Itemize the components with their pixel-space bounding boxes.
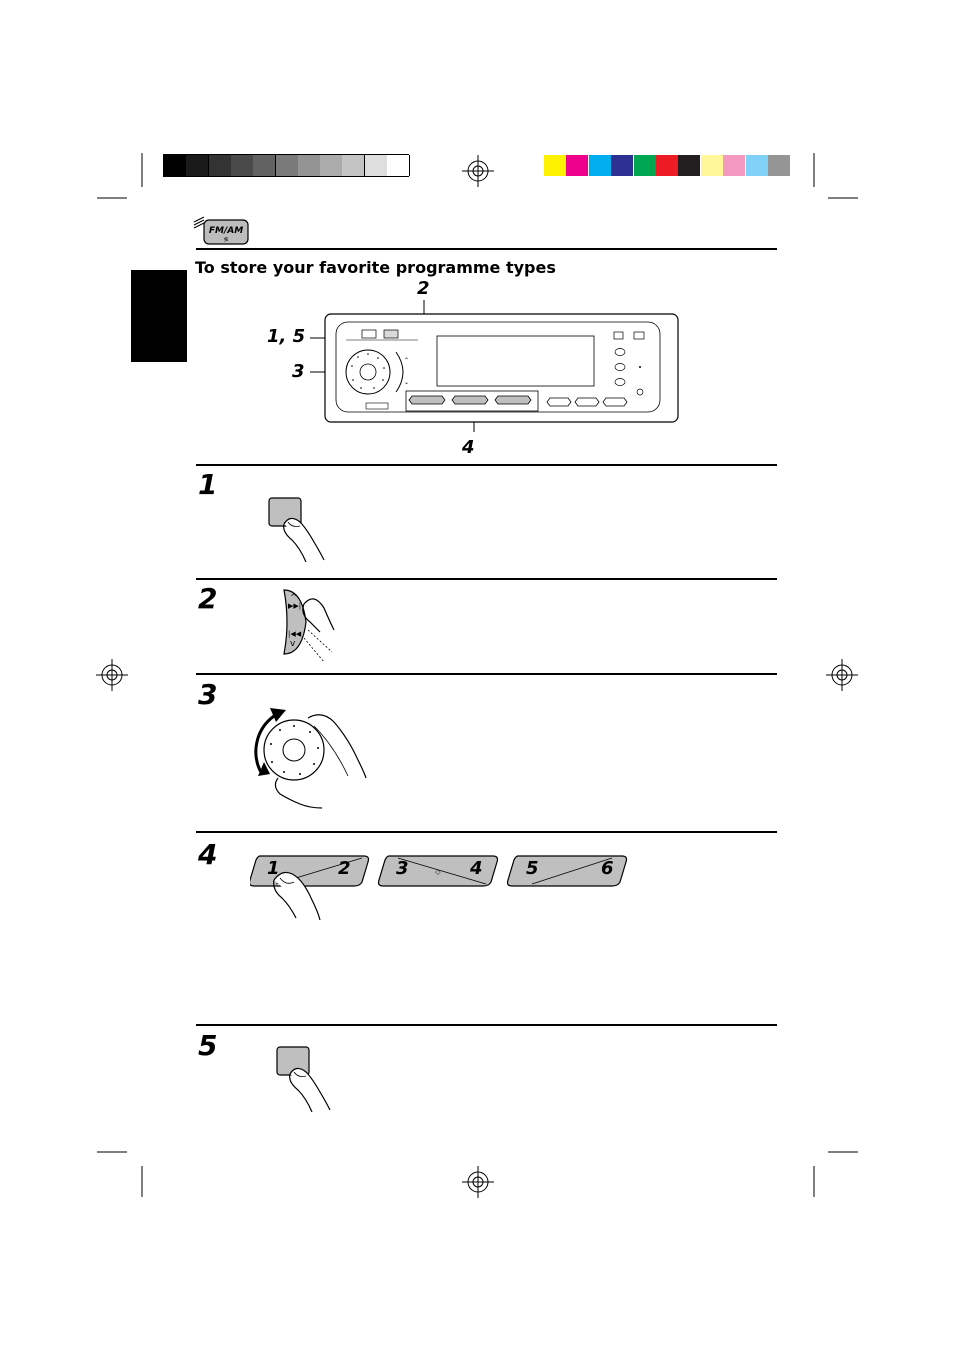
color-swatch	[588, 155, 611, 176]
grayscale-bar	[163, 154, 410, 177]
gray-swatch	[387, 155, 410, 176]
callout-3: 3	[292, 361, 305, 382]
step-3-number: 3	[198, 678, 218, 711]
svg-text:◇: ◇	[435, 868, 441, 876]
gray-swatch	[297, 155, 321, 176]
header-rule	[196, 248, 777, 250]
step-1-press-button-illustration	[268, 497, 325, 562]
section-title: To store your favorite programme types	[195, 258, 556, 277]
gray-swatch	[253, 155, 277, 176]
gray-swatch	[208, 155, 232, 176]
gray-swatch	[275, 155, 299, 176]
gray-swatch	[364, 155, 388, 176]
color-swatch	[544, 155, 566, 176]
step-1-number: 1	[198, 468, 218, 501]
svg-text:⌄: ⌄	[404, 379, 409, 386]
step-5-rule	[196, 1024, 777, 1026]
callout-1-5: 1, 5	[267, 326, 306, 347]
preset-2-label: 2	[338, 858, 351, 879]
svg-text:v: v	[290, 639, 296, 649]
step-4-finger-illustration	[273, 871, 321, 920]
color-swatch	[633, 155, 656, 176]
svg-text:|◀◀: |◀◀	[288, 630, 302, 638]
color-swatch	[700, 155, 723, 176]
step-1-rule	[196, 464, 777, 466]
preset-buttons: ◇ 1 2 3 4 5 6	[250, 854, 630, 888]
color-swatch	[566, 155, 589, 176]
svg-text:≶: ≶	[223, 236, 228, 243]
preset-4-label: 4	[470, 858, 483, 879]
callout-2: 2	[417, 278, 430, 299]
step-2-rule	[196, 578, 777, 580]
color-swatch	[768, 155, 790, 176]
preset-5-label: 5	[526, 858, 539, 879]
gray-swatch	[230, 155, 254, 176]
step-3-rule	[196, 673, 777, 675]
step-4-number: 4	[198, 838, 218, 871]
step-5-press-button-illustration	[276, 1046, 331, 1112]
svg-text:⌃: ⌃	[404, 357, 409, 364]
car-radio-diagram: ⌃ ⌄	[310, 300, 679, 432]
registration-mark-left	[96, 659, 128, 691]
color-swatch	[678, 155, 701, 176]
gray-swatch	[320, 155, 344, 176]
gray-swatch	[164, 155, 187, 176]
step-5-number: 5	[198, 1029, 218, 1062]
step-3-dial-illustration	[254, 708, 367, 809]
registration-mark-top	[462, 155, 494, 187]
step-2-rocker-illustration: ^ ▶▶| |◀◀ v	[283, 589, 335, 663]
step-2-number: 2	[198, 582, 218, 615]
gray-swatch	[342, 155, 366, 176]
fm-am-badge-label: FM/AM	[209, 226, 243, 236]
step-4-rule	[196, 831, 777, 833]
color-swatch	[611, 155, 634, 176]
preset-3-label: 3	[396, 858, 409, 879]
language-side-tab	[131, 270, 187, 362]
fm-am-badge: FM/AM ≶	[193, 216, 249, 245]
color-swatch	[745, 155, 768, 176]
svg-text:▶▶|: ▶▶|	[288, 602, 301, 610]
svg-text:^: ^	[290, 593, 298, 603]
preset-6-label: 6	[601, 858, 614, 879]
registration-mark-right	[826, 659, 858, 691]
color-swatch	[723, 155, 746, 176]
color-swatch	[656, 155, 678, 176]
registration-mark-bottom	[462, 1166, 494, 1198]
preset-1-label: 1	[267, 858, 280, 879]
gray-swatch	[186, 155, 210, 176]
callout-4: 4	[462, 437, 475, 458]
